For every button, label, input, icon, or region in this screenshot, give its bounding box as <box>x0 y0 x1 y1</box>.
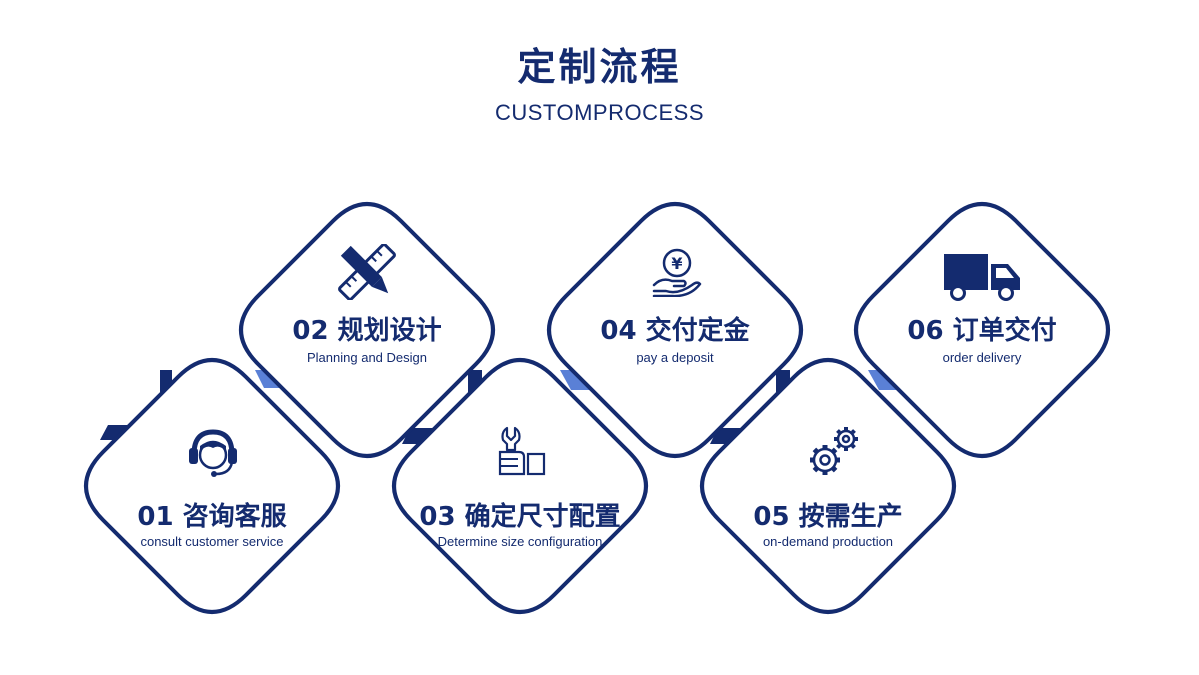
step-03-subtitle: Determine size configuration <box>437 534 603 549</box>
step-01-subtitle: consult customer service <box>140 534 284 549</box>
step-04-title: 04 交付定金 <box>600 316 750 346</box>
delivery-truck-icon <box>944 254 1020 301</box>
wrench-hand-icon <box>498 426 546 476</box>
step-06-title: 06 订单交付 <box>907 316 1057 346</box>
step-02-title: 02 规划设计 <box>292 316 442 346</box>
page-subtitle: CUSTOMPROCESS <box>494 100 704 125</box>
page-title: 定制流程 <box>517 45 682 89</box>
yen-coin-hand-icon: ¥ <box>652 248 702 297</box>
step-05-subtitle: on-demand production <box>762 534 894 549</box>
step-05-title: 05 按需生产 <box>753 502 903 532</box>
step-02-subtitle: Planning and Design <box>307 350 427 365</box>
step-01-title: 01 咨询客服 <box>137 502 287 532</box>
gears-icon <box>810 427 858 475</box>
step-06-subtitle: order delivery <box>942 350 1022 365</box>
step-03-title: 03 确定尺寸配置 <box>419 502 621 532</box>
step-04-subtitle: pay a deposit <box>636 350 714 365</box>
svg-text:¥: ¥ <box>671 254 682 273</box>
headset-icon <box>189 429 237 477</box>
pencil-ruler-icon <box>338 244 396 300</box>
